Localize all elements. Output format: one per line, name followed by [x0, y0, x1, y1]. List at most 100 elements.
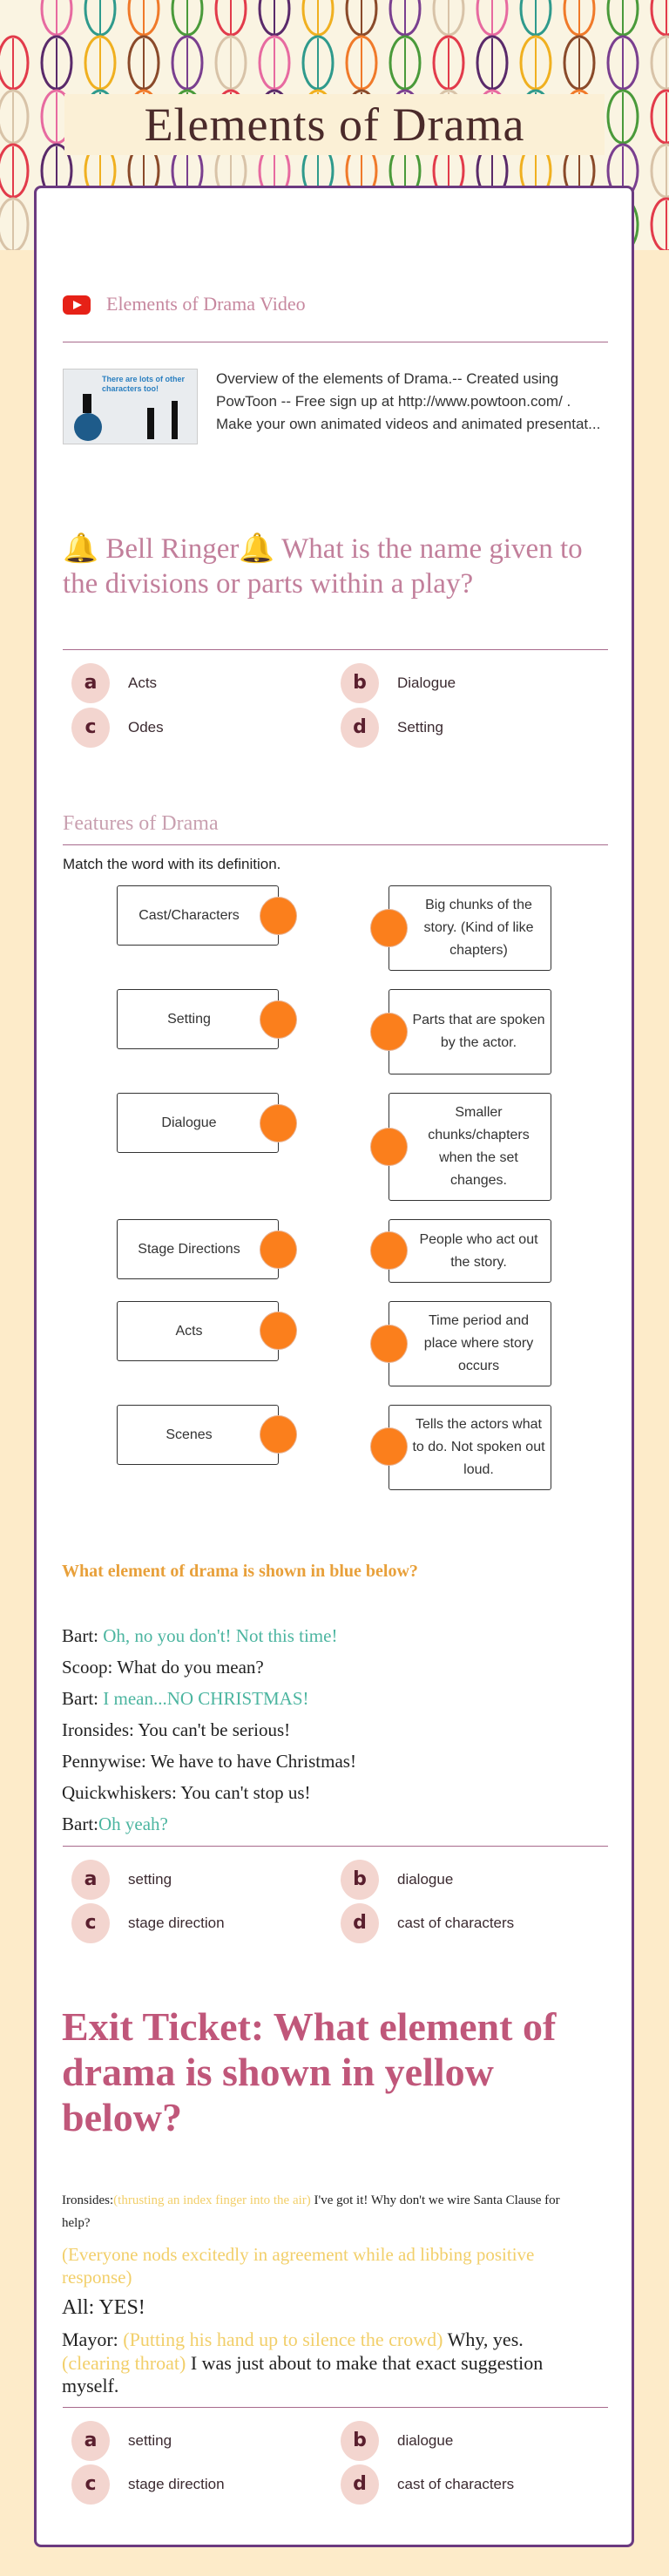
option-letter-badge[interactable]: a: [71, 663, 110, 703]
dialogue: Oh, no you don't! Not this time!: [103, 1625, 338, 1646]
leaf-icon: [171, 0, 204, 37]
match-connector-handle[interactable]: [260, 1230, 297, 1269]
divider: [63, 2407, 608, 2408]
match-connector-handle[interactable]: [370, 909, 408, 947]
features-title: Features of Drama: [63, 812, 219, 835]
match-term[interactable]: Acts: [117, 1301, 279, 1361]
option-text[interactable]: cast of characters: [397, 2476, 515, 2492]
option-letter-badge[interactable]: d: [341, 708, 379, 748]
video-thumbnail[interactable]: There are lots of other characters too!: [63, 369, 198, 444]
leaf-icon: [0, 0, 28, 35]
video-title[interactable]: Elements of Drama Video: [106, 293, 306, 315]
leaf-icon: [0, 197, 30, 250]
option-text[interactable]: Setting: [397, 719, 443, 736]
leaf-icon: [650, 89, 669, 145]
stage-direction: (clearing throat): [62, 2351, 186, 2374]
divider: [63, 844, 608, 845]
option-letter-badge[interactable]: b: [341, 1860, 379, 1900]
leaf-icon: [0, 143, 30, 199]
dialogue: You can't be serious!: [138, 1719, 291, 1740]
match-connector-handle[interactable]: [260, 897, 297, 935]
dialogue: We have to have Christmas!: [150, 1751, 356, 1772]
option-letter-badge[interactable]: b: [341, 663, 379, 703]
dialogue: Oh yeah?: [98, 1813, 168, 1834]
match-term[interactable]: Scenes: [117, 1405, 279, 1465]
option-letter-badge[interactable]: c: [71, 708, 110, 748]
speaker: Bart:: [62, 1688, 104, 1709]
match-connector-handle[interactable]: [370, 1325, 408, 1363]
leaf-icon: [563, 0, 596, 37]
figure-icon: [172, 401, 178, 439]
match-term[interactable]: Setting: [117, 989, 279, 1049]
match-term[interactable]: Cast/Characters: [117, 885, 279, 946]
match-connector-handle[interactable]: [260, 1104, 297, 1142]
option-text[interactable]: dialogue: [397, 2432, 454, 2449]
option-text[interactable]: dialogue: [397, 1871, 454, 1888]
speaker: Ironsides:: [62, 2193, 114, 2207]
leaf-icon: [345, 0, 378, 37]
option-text[interactable]: setting: [128, 1871, 172, 1888]
speaker: Ironsides:: [62, 1719, 139, 1740]
leaf-icon: [650, 35, 669, 91]
leaf-icon: [171, 35, 204, 91]
leaf-icon: [301, 35, 334, 91]
option-letter-badge[interactable]: d: [341, 2464, 379, 2505]
match-term[interactable]: Dialogue: [117, 1093, 279, 1153]
speaker: Bart:: [62, 1813, 98, 1834]
leaf-icon: [214, 35, 247, 91]
thumbnail-caption: There are lots of other characters too!: [102, 375, 186, 393]
video-description: Overview of the elements of Drama.-- Cre…: [216, 370, 601, 432]
match-definition[interactable]: Big chunks of the story. (Kind of like c…: [389, 885, 551, 971]
content-card: [34, 186, 634, 2547]
option-letter-badge[interactable]: c: [71, 2464, 110, 2505]
option-text[interactable]: setting: [128, 2432, 172, 2449]
stage-direction: (Putting his hand up to silence the crow…: [123, 2329, 443, 2350]
option-letter-badge[interactable]: d: [341, 1903, 379, 1943]
script-line: Scoop: What do you mean?: [62, 1651, 264, 1683]
option-letter-badge[interactable]: c: [71, 1903, 110, 1943]
divider: [63, 649, 608, 650]
option-text[interactable]: Dialogue: [397, 675, 456, 691]
speaker: Bart:: [62, 1625, 104, 1646]
match-connector-handle[interactable]: [260, 1415, 297, 1454]
match-connector-handle[interactable]: [260, 1312, 297, 1350]
dialogue: I was just about to make that exact sugg…: [62, 2351, 544, 2397]
leaf-icon: [389, 35, 422, 91]
option-text[interactable]: cast of characters: [397, 1915, 515, 1931]
match-instructions: Match the word with its definition.: [63, 856, 281, 872]
leaf-icon: [476, 0, 509, 37]
match-definition[interactable]: People who act out the story.: [389, 1219, 551, 1283]
leaf-icon: [563, 35, 596, 91]
match-connector-handle[interactable]: [370, 1231, 408, 1270]
match-definition[interactable]: Time period and place where story occurs: [389, 1301, 551, 1386]
option-letter-badge[interactable]: b: [341, 2421, 379, 2461]
match-connector-handle[interactable]: [370, 1013, 408, 1051]
option-letter-badge[interactable]: a: [71, 1860, 110, 1900]
leaf-icon: [606, 0, 639, 37]
option-letter-badge[interactable]: a: [71, 2421, 110, 2461]
blue-question: What element of drama is shown in blue b…: [62, 1562, 418, 1581]
speaker: Mayor:: [62, 2329, 124, 2350]
option-text[interactable]: Acts: [128, 675, 158, 691]
match-connector-handle[interactable]: [370, 1427, 408, 1466]
leaf-icon: [606, 89, 639, 145]
globe-icon: [74, 413, 102, 441]
match-definition[interactable]: Smaller chunks/chapters when the set cha…: [389, 1093, 551, 1201]
match-connector-handle[interactable]: [260, 1000, 297, 1039]
match-definition[interactable]: Parts that are spoken by the actor.: [389, 989, 551, 1074]
script-line-mayor: Mayor: (Putting his hand up to silence t…: [62, 2329, 576, 2398]
option-text[interactable]: Odes: [128, 719, 164, 736]
dialogue: I've got it! Why don't we wire Santa Cla…: [62, 2193, 560, 2230]
leaf-icon: [476, 35, 509, 91]
match-term[interactable]: Stage Directions: [117, 1219, 279, 1279]
leaf-icon: [214, 0, 247, 37]
leaf-icon: [389, 0, 422, 37]
divider: [63, 1846, 608, 1847]
leaf-icon: [301, 0, 334, 37]
match-definition[interactable]: Tells the actors what to do. Not spoken …: [389, 1405, 551, 1490]
option-text[interactable]: stage direction: [128, 1915, 225, 1931]
leaf-icon: [432, 0, 465, 37]
script-line: Ironsides: You can't be serious!: [62, 1714, 290, 1746]
match-connector-handle[interactable]: [370, 1128, 408, 1166]
option-text[interactable]: stage direction: [128, 2476, 225, 2492]
